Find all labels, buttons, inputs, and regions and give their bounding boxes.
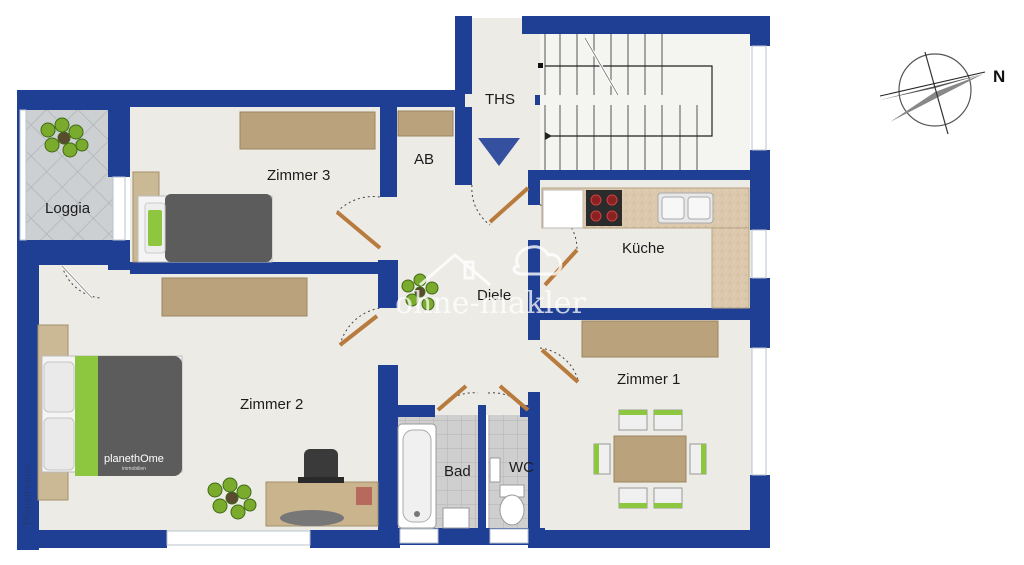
room-label-wc: WC xyxy=(509,459,534,476)
room-label-zimmer1: Zimmer 1 xyxy=(617,371,680,388)
room-label-kueche: Küche xyxy=(622,240,665,257)
bath-fixtures xyxy=(397,423,525,529)
compass-north-label: N xyxy=(993,67,1005,86)
room-label-zimmer3: Zimmer 3 xyxy=(267,167,330,184)
compass-icon xyxy=(879,51,986,135)
windows xyxy=(19,45,767,546)
bed-brand-logo: planethOme xyxy=(104,453,164,465)
plants xyxy=(40,117,439,520)
room-label-zimmer2: Zimmer 2 xyxy=(240,396,303,413)
stair-direction-arrow xyxy=(478,138,520,166)
side-brand-text: PlanetHome xyxy=(22,464,34,525)
room-label-bad: Bad xyxy=(444,463,471,480)
doors xyxy=(60,184,580,412)
room-label-ab: AB xyxy=(414,151,434,168)
room-label-loggia: Loggia xyxy=(45,200,91,217)
room-label-diele: Diele xyxy=(477,287,511,304)
walls xyxy=(17,16,770,550)
zimmer1-furniture xyxy=(581,320,719,509)
room-label-ths: THS xyxy=(485,91,515,108)
zimmer3-furniture xyxy=(132,111,376,263)
bed-brand-sub: immobilien xyxy=(122,466,146,472)
staircase xyxy=(538,34,750,170)
ab-shelf xyxy=(397,110,454,137)
watermark-logo xyxy=(419,245,563,287)
watermark-text: ohne-makler xyxy=(395,286,586,321)
kitchen-counter xyxy=(541,187,750,309)
zimmer2-furniture xyxy=(37,277,379,527)
